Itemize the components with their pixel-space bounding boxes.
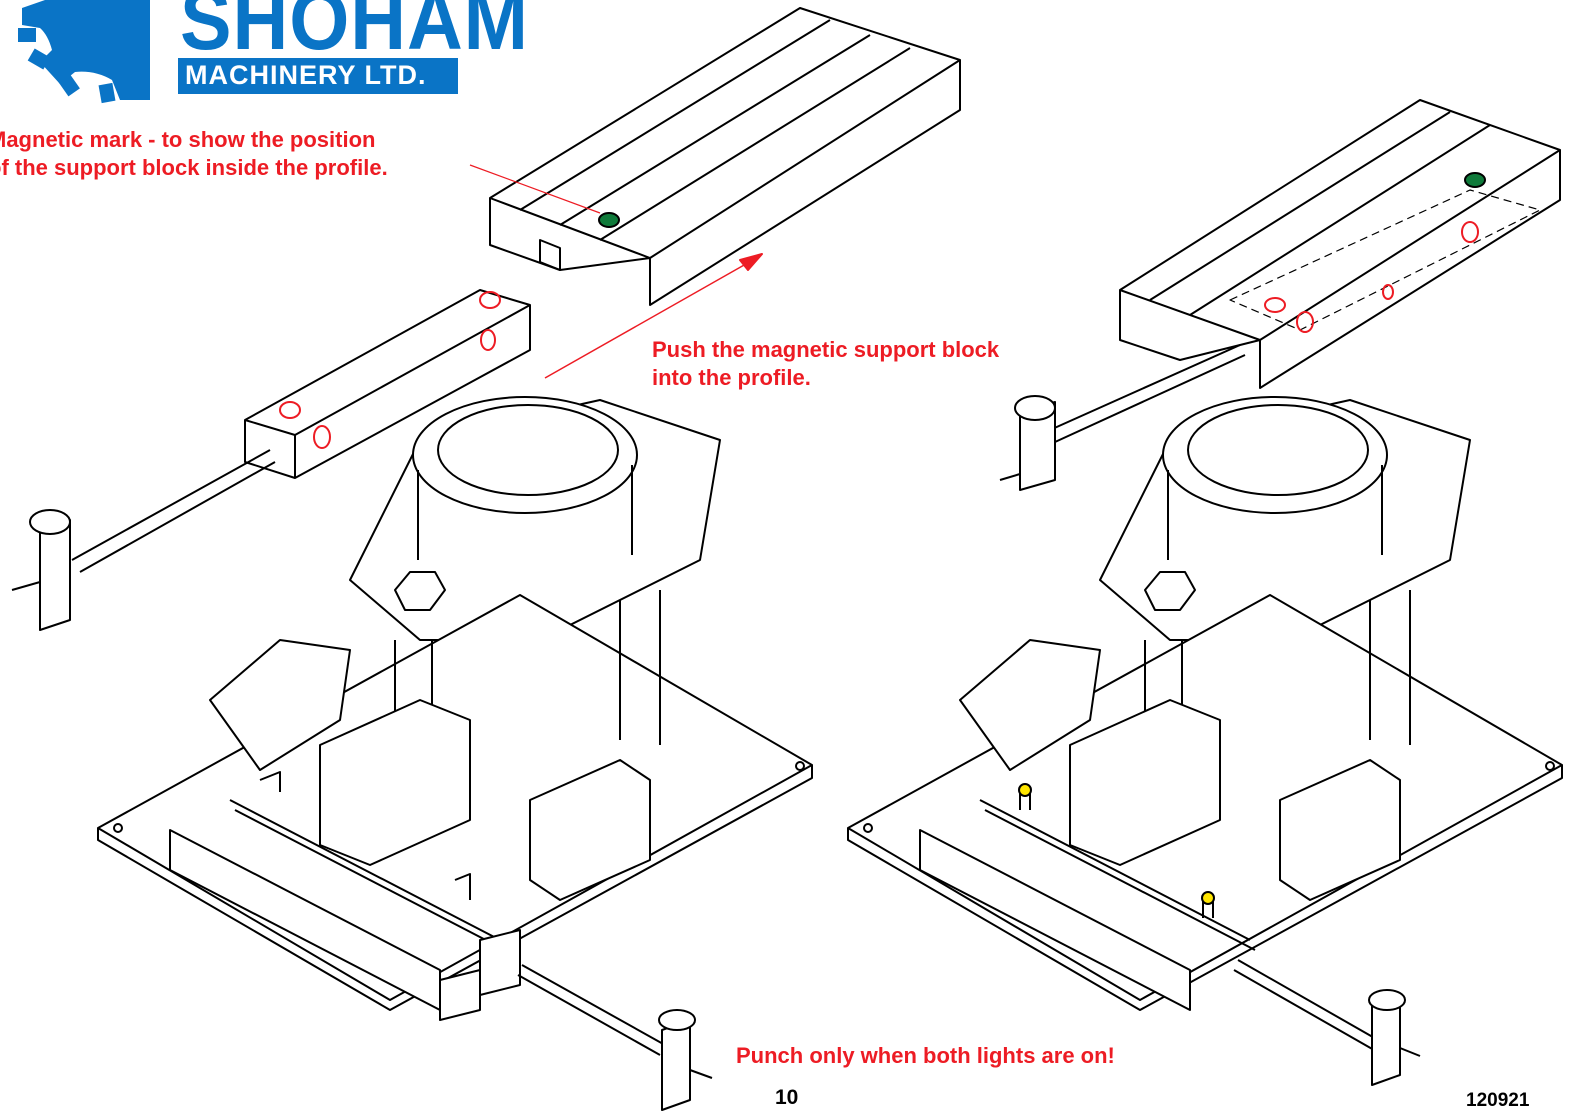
page-number: 10: [775, 1086, 799, 1109]
magnetic-mark-note: Magnetic mark - to show the position of …: [0, 127, 388, 180]
magnet-right: [1464, 172, 1486, 188]
logo-brand: SHOHAM: [180, 0, 529, 67]
right-assembly: [847, 99, 1563, 1086]
profile-left: [489, 7, 961, 259]
rod-handle-left: [39, 519, 71, 631]
magnet-left: [598, 212, 620, 228]
rod-handle-left-bottom: [661, 1019, 691, 1111]
logo-gear-icon: [18, 0, 150, 104]
bolt-hex-right: [1144, 571, 1196, 611]
left-assembly: [11, 7, 961, 1111]
document-reference: 120921: [1466, 1090, 1530, 1111]
punch-note: Punch only when both lights are on!: [736, 1043, 1115, 1068]
bolt-hex-left: [394, 571, 446, 611]
logo-subbrand-bg: [178, 58, 458, 94]
push-arrow: [544, 255, 761, 379]
push-note: Push the magnetic support block into the…: [652, 337, 1000, 390]
logo-subbrand: MACHINERY LTD.: [185, 60, 427, 90]
